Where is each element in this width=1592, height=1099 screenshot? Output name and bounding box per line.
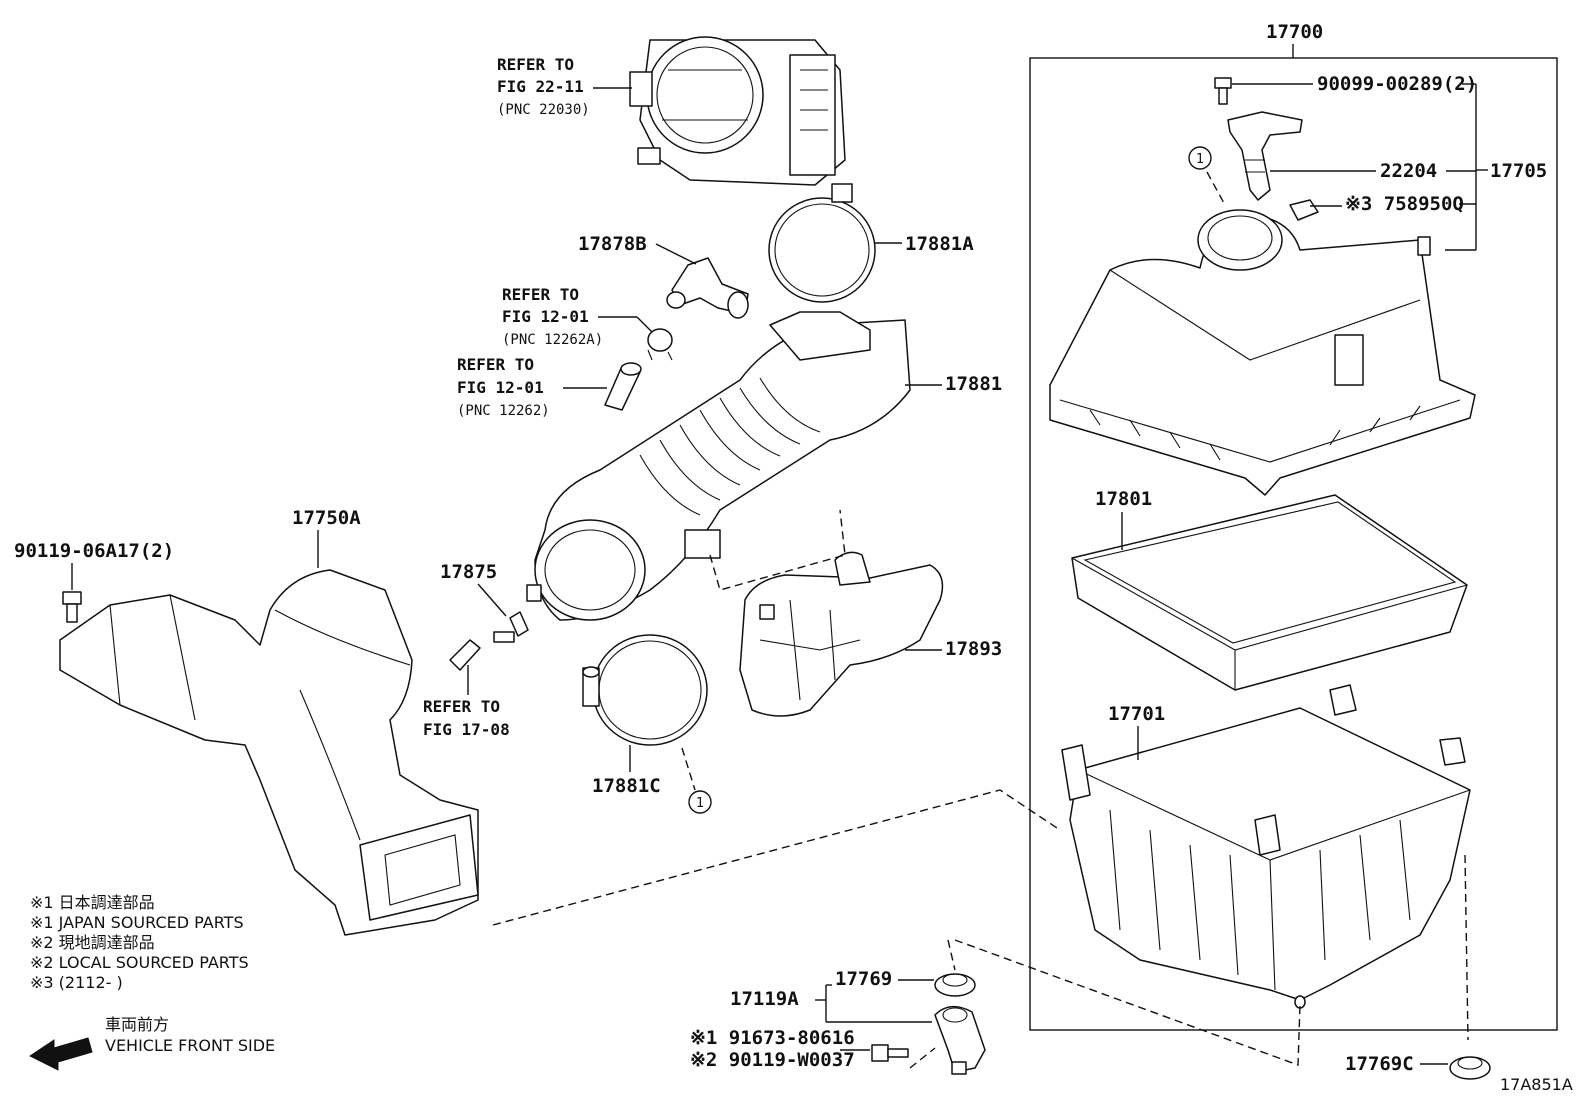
dash-grommet-line — [954, 939, 1301, 1066]
air-cleaner-cap-17705-drawing — [1049, 209, 1476, 496]
vehicle-front-arrow-icon — [29, 1037, 93, 1071]
note-2-en: ※2 LOCAL SOURCED PARTS — [30, 953, 249, 972]
ref-fig-12-01-a-line3: (PNC 12262A) — [502, 332, 603, 348]
hose-clamp-17881a-drawing — [768, 183, 876, 303]
label-90099-00289[interactable]: 90099-00289(2) — [1317, 73, 1477, 95]
label-91673-80616[interactable]: ※1 91673-80616 — [690, 1027, 855, 1049]
note-3: ※3 (2112- ) — [30, 973, 123, 992]
ref-fig-12-01-b-line1: REFER TO — [457, 355, 534, 374]
air-filter-17801-drawing — [1071, 494, 1468, 691]
label-758950q[interactable]: ※3 758950Q — [1345, 193, 1464, 215]
label-90119-w0037[interactable]: ※2 90119-W0037 — [690, 1049, 855, 1071]
label-17878b[interactable]: 17878B — [578, 233, 647, 255]
hose-12262-drawing — [604, 362, 642, 411]
connector-17878b-drawing — [666, 257, 749, 319]
label-17769c[interactable]: 17769C — [1345, 1053, 1414, 1075]
ref-fig-22-11-line2[interactable]: FIG 22-11 — [497, 77, 584, 96]
label-17893[interactable]: 17893 — [945, 638, 1002, 660]
label-17705[interactable]: 17705 — [1490, 160, 1547, 182]
bracket-17119a-drawing — [934, 1006, 986, 1075]
direction-label-en: VEHICLE FRONT SIDE — [105, 1036, 275, 1055]
label-17769[interactable]: 17769 — [835, 968, 892, 990]
ref-fig-22-11-line3: (PNC 22030) — [497, 102, 590, 118]
throttle-body-drawing — [629, 36, 846, 186]
air-duct-17750a-drawing — [59, 569, 479, 936]
intake-hose-17881-drawing — [526, 311, 911, 621]
dash-grommet-c — [1464, 854, 1469, 1041]
label-17881[interactable]: 17881 — [945, 373, 1002, 395]
label-17701[interactable]: 17701 — [1108, 703, 1165, 725]
ref-fig-17-08-line1: REFER TO — [423, 697, 500, 716]
label-17700[interactable]: 17700 — [1266, 21, 1323, 43]
note-1-jp: ※1 日本調達部品 — [30, 893, 155, 912]
direction-label-jp: 車両前方 — [105, 1015, 169, 1034]
grommet-17769-drawing — [934, 973, 976, 997]
label-22204[interactable]: 22204 — [1380, 160, 1437, 182]
gasket-758950q-drawing — [1289, 199, 1319, 221]
resonator-17893-drawing — [739, 551, 944, 717]
ref-fig-17-08-line2[interactable]: FIG 17-08 — [423, 720, 510, 739]
label-17881a[interactable]: 17881A — [905, 233, 974, 255]
ref-fig-12-01-b-line2[interactable]: FIG 12-01 — [457, 378, 544, 397]
clip-12262a-drawing — [647, 328, 673, 361]
sensor-22204-drawing — [1227, 111, 1303, 201]
hose-clamp-17881c-drawing — [582, 634, 708, 746]
note-1-en: ※1 JAPAN SOURCED PARTS — [30, 913, 244, 932]
label-17881c[interactable]: 17881C — [592, 775, 661, 797]
bolt-90119-06a17-drawing — [62, 591, 82, 623]
bolt-91673-80616-drawing — [871, 1044, 909, 1062]
ref-fig-12-01-b-line3: (PNC 12262) — [457, 403, 550, 419]
air-cleaner-case-17701-drawing — [1061, 684, 1471, 1009]
label-90119-06a17[interactable]: 90119-06A17(2) — [14, 540, 174, 562]
figure-code: 17A851A — [1500, 1075, 1573, 1094]
label-17801[interactable]: 17801 — [1095, 488, 1152, 510]
label-17119a[interactable]: 17119A — [730, 988, 799, 1010]
valve-17875-drawing — [449, 611, 529, 671]
callout-circle-1-top — [1188, 146, 1212, 170]
ref-fig-12-01-a-line1: REFER TO — [502, 285, 579, 304]
ref-fig-22-11-line1: REFER TO — [497, 55, 574, 74]
ref-fig-12-01-a-line2[interactable]: FIG 12-01 — [502, 307, 589, 326]
dash-grommet-to-case — [947, 939, 956, 971]
svg-text:1: 1 — [696, 796, 704, 811]
callout-circle-1-bottom — [688, 790, 712, 814]
label-17875[interactable]: 17875 — [440, 561, 497, 583]
dash-resonator-hose — [709, 509, 846, 591]
grommet-17769c-drawing — [1449, 1056, 1491, 1080]
svg-text:1: 1 — [1196, 152, 1204, 167]
note-2-jp: ※2 現地調達部品 — [30, 933, 155, 952]
label-17750a[interactable]: 17750A — [292, 507, 361, 529]
bolt-90099-00289-drawing — [1214, 77, 1232, 105]
dash-duct-to-case — [492, 789, 1061, 926]
